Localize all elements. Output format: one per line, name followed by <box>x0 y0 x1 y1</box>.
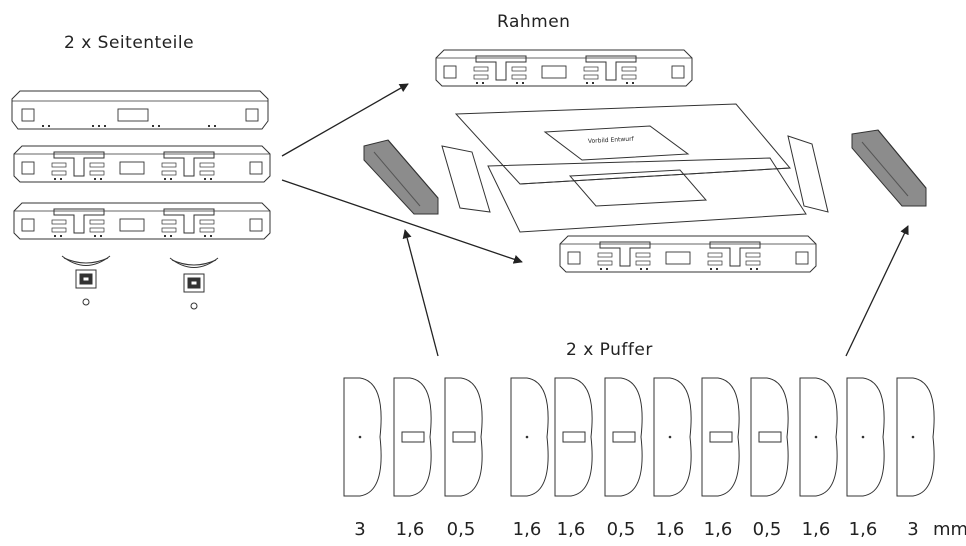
buffer-slot <box>452 431 476 443</box>
thickness-label: 0,5 <box>446 519 476 540</box>
buffer-plate <box>750 377 789 497</box>
thickness-unit: mm <box>933 519 966 540</box>
buffer-plates <box>343 377 935 497</box>
thickness-label: 1,6 <box>655 519 685 540</box>
thickness-label: 1,6 <box>395 519 425 540</box>
buffers-title: 2 x Puffer <box>566 340 653 360</box>
arrow-to-left-buffer <box>402 229 439 357</box>
thickness-label: 1,6 <box>703 519 733 540</box>
buffer-plate <box>510 377 549 497</box>
buffer-plate <box>393 377 432 497</box>
buffer-plate <box>846 377 885 497</box>
thickness-label: 1,6 <box>848 519 878 540</box>
buffer-plate <box>653 377 692 497</box>
buffer-plate <box>604 377 643 497</box>
frame-title: Rahmen <box>497 12 571 32</box>
arrow-to-rahmen <box>281 83 409 157</box>
buffer-center-mark <box>911 435 915 439</box>
buffer-plate <box>554 377 593 497</box>
buffer-center-mark <box>358 435 362 439</box>
frame-panel-top <box>435 49 693 87</box>
arrow-to-right-buffer <box>845 225 909 357</box>
plate-label: Vorbild Entwurf <box>588 136 635 145</box>
thickness-label: 3 <box>354 519 366 540</box>
buffer-center-mark <box>814 435 818 439</box>
buffer-plate <box>799 377 838 497</box>
buffer-center-mark <box>861 435 865 439</box>
thickness-label: 1,6 <box>556 519 586 540</box>
buffer-plate <box>343 377 382 497</box>
buffer-slot <box>401 431 425 443</box>
buffer-plate <box>896 377 935 497</box>
buffer-housing-right <box>851 129 927 207</box>
axle-part-left <box>61 255 111 306</box>
frame-floor-plate <box>454 103 807 233</box>
buffer-housing-left <box>363 139 439 215</box>
side-panel-bottom <box>13 202 271 240</box>
end-plate-left <box>441 145 491 213</box>
thickness-label: 0,5 <box>752 519 782 540</box>
buffer-center-mark <box>668 435 672 439</box>
arrow-to-frame-bottom <box>281 179 523 264</box>
thickness-label: 3 <box>907 519 919 540</box>
frame-panel-bottom <box>559 235 817 273</box>
buffer-slot <box>709 431 733 443</box>
buffer-plate <box>444 377 483 497</box>
buffer-plate <box>701 377 740 497</box>
thickness-label: 1,6 <box>512 519 542 540</box>
buffer-slot <box>758 431 782 443</box>
buffer-center-mark <box>525 435 529 439</box>
side-panels-title: 2 x Seitenteile <box>64 33 195 53</box>
buffer-slot <box>562 431 586 443</box>
end-plate-right <box>787 135 829 213</box>
thickness-label: 1,6 <box>801 519 831 540</box>
thickness-label: 0,5 <box>606 519 636 540</box>
axle-part-right <box>169 257 219 310</box>
side-panel-top <box>13 145 271 183</box>
side-panel-plain <box>11 90 269 130</box>
buffer-slot <box>612 431 636 443</box>
